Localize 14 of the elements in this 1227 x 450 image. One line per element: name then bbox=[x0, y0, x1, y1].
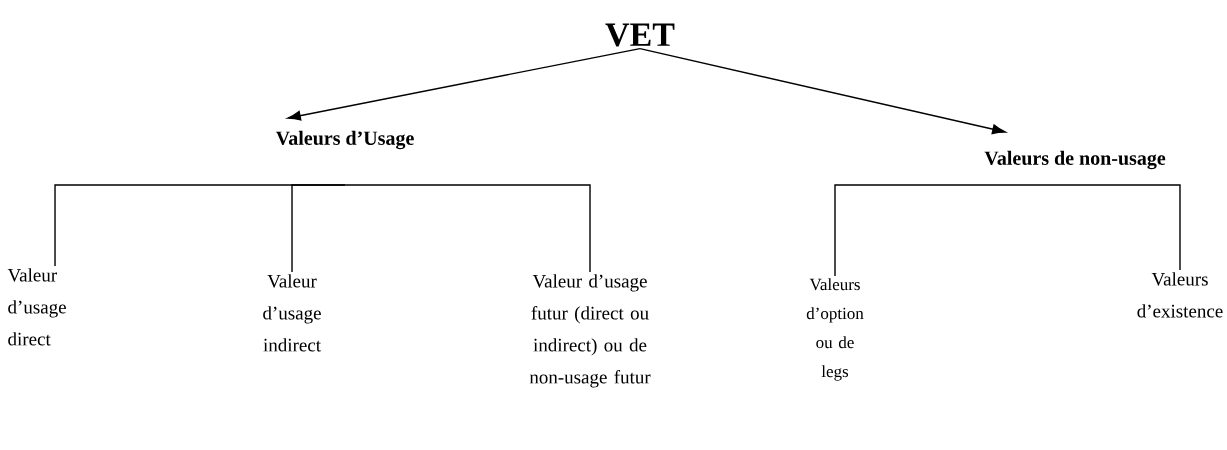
bracket-line bbox=[344, 184, 591, 273]
arrow bbox=[287, 47, 641, 121]
title-text: VET bbox=[605, 23, 675, 47]
leaf-text: Valeur d’usage futur (direct ou indirect) ou de non-usage futur bbox=[529, 274, 651, 388]
heading-text: Valeurs d’Usage bbox=[275, 130, 414, 150]
bracket-line bbox=[291, 184, 346, 273]
bracket-line bbox=[1074, 184, 1181, 271]
arrow bbox=[639, 47, 1006, 135]
leaf-text: Valeur d’usage direct bbox=[7, 268, 66, 346]
heading-text: Valeurs de non-usage bbox=[984, 150, 1166, 170]
bracket-line bbox=[834, 184, 1076, 277]
leaf-text: Valeurs d’existence bbox=[1137, 272, 1223, 318]
leaf-text: Valeur d’usage indirect bbox=[263, 274, 321, 352]
leaf-text: Valeurs d’option ou de legs bbox=[806, 278, 864, 381]
